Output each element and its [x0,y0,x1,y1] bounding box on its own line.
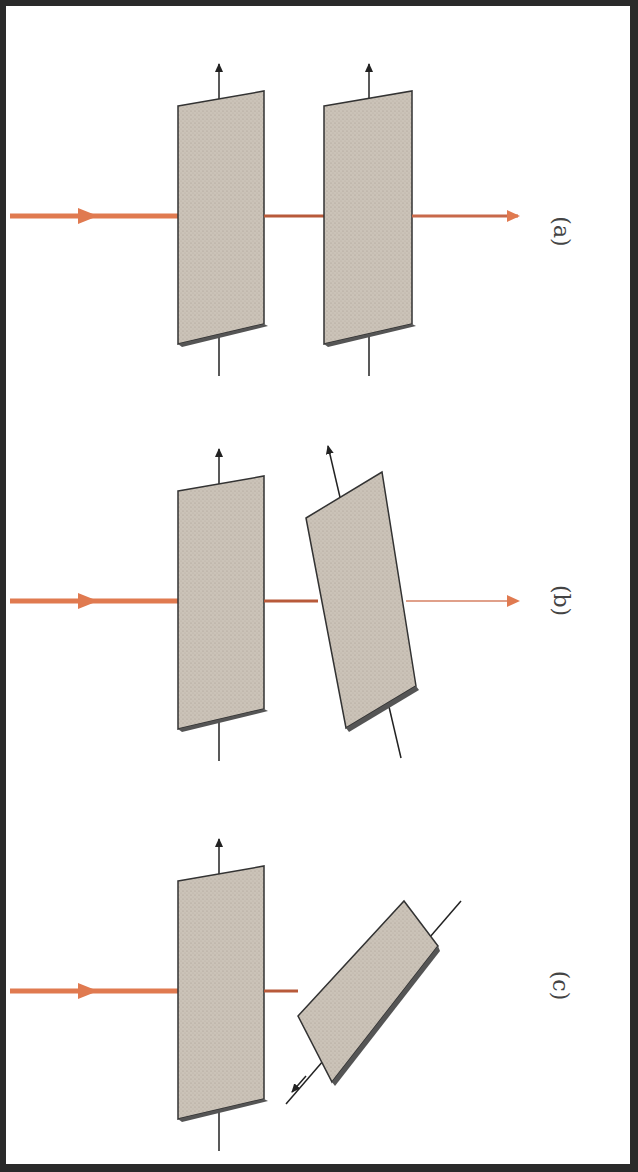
row-c [10,839,461,1151]
row-b [10,446,518,761]
figure-frame: (a) (b) (c) [6,6,630,1164]
figure-label: (c) [548,971,573,1001]
figure-label: (b) [549,585,574,616]
polarizer-illustration [6,6,630,1164]
figure-label: (a) [548,216,573,246]
row-a [10,64,518,376]
